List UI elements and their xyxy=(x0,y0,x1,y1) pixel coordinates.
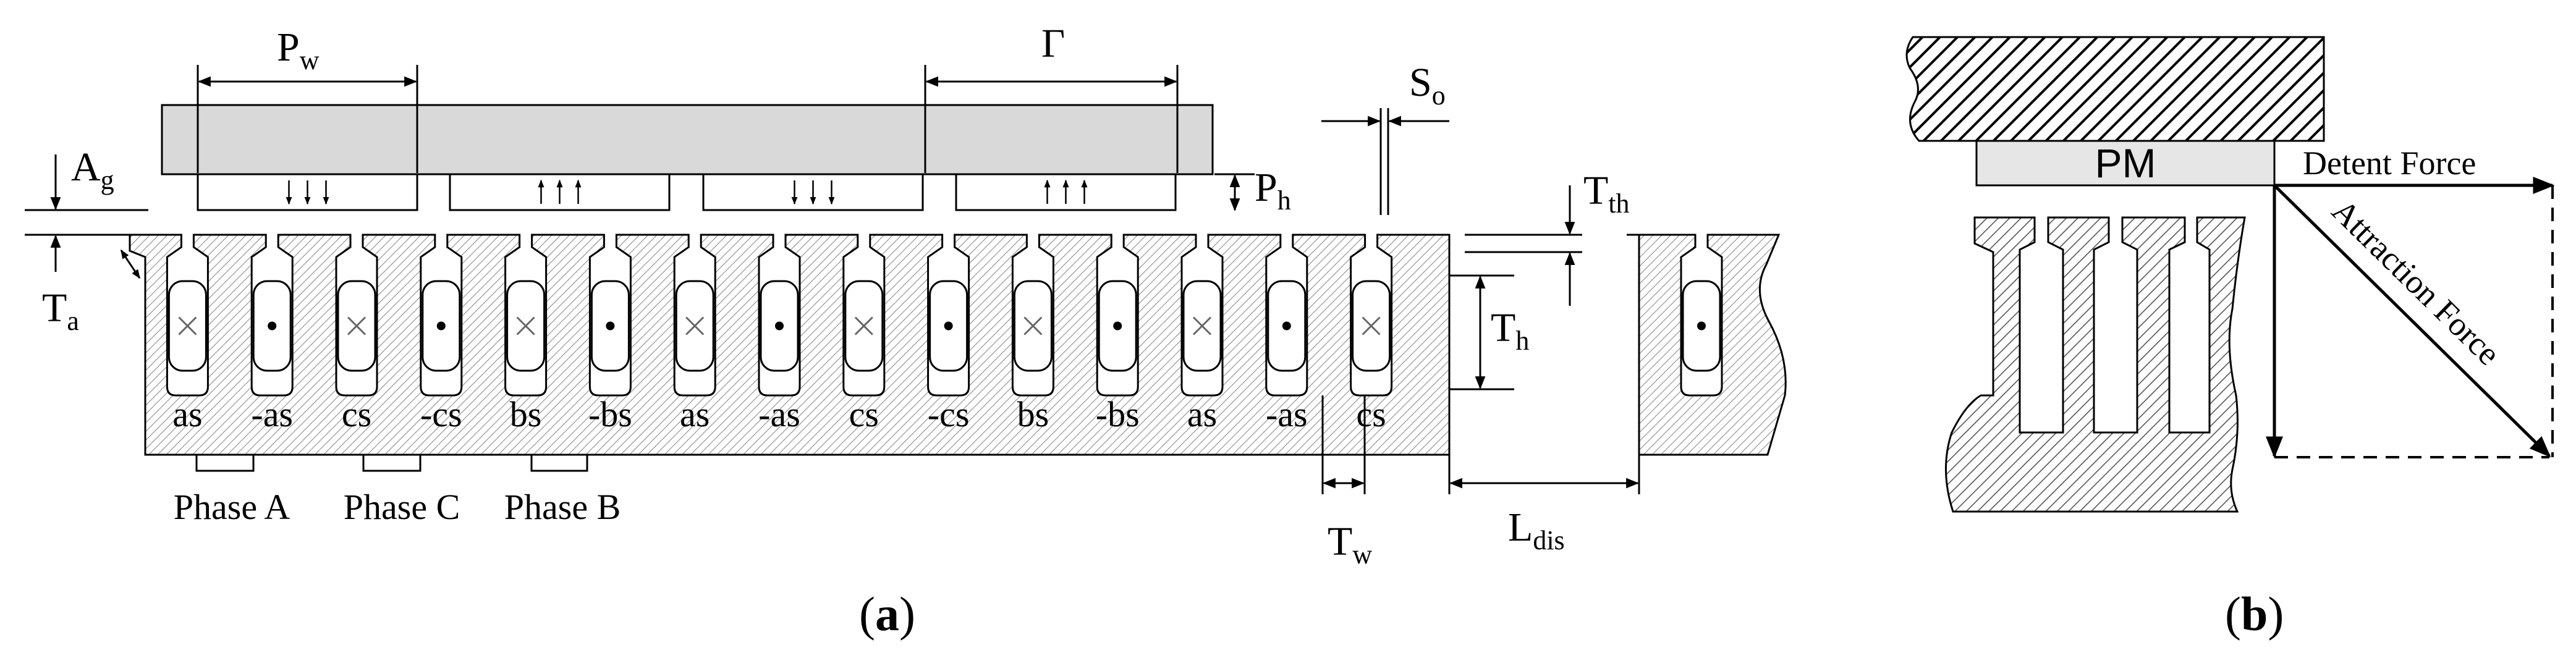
current-out-of-page-icon xyxy=(1697,321,1706,331)
dim-label-tth: Tth xyxy=(1583,168,1630,219)
current-out-of-page-icon xyxy=(268,321,277,331)
phase-brackets: Phase A Phase C Phase B xyxy=(174,455,621,527)
current-into-page-icon xyxy=(1192,316,1212,335)
slot-label: bs xyxy=(1017,394,1049,434)
phase-bracket xyxy=(530,455,588,472)
current-into-page-icon xyxy=(854,316,873,335)
dim-label-ldis: Ldis xyxy=(1508,505,1565,555)
slot-label: -as xyxy=(251,394,293,434)
stator-core xyxy=(129,234,1787,456)
dim-label-ta: Ta xyxy=(42,285,79,336)
caption-a: (a) xyxy=(859,587,915,641)
caption-b: (b) xyxy=(2225,587,2284,641)
slot-label: cs xyxy=(1356,394,1386,434)
slot-label: as xyxy=(680,394,710,434)
pm-label: PM xyxy=(2095,140,2156,186)
stator-outline xyxy=(129,234,1451,456)
phase-bracket xyxy=(195,455,255,472)
slot-windings: as -as cs -cs bs -bs as -as cs -cs bs -bs as -as cs xyxy=(167,280,1721,434)
current-into-page-icon xyxy=(1362,316,1381,335)
slot-label: -cs xyxy=(928,394,970,434)
stator-end-segment xyxy=(1627,234,1787,456)
slot-label: -bs xyxy=(588,394,632,434)
current-into-page-icon xyxy=(1023,316,1043,335)
phase-bracket xyxy=(362,455,422,472)
current-into-page-icon xyxy=(685,316,705,335)
slot-label: as xyxy=(1187,394,1217,434)
dim-label-pw: Pw xyxy=(277,25,320,75)
pm-block xyxy=(1975,140,2276,187)
dim-label-ph: Ph xyxy=(1255,165,1291,216)
current-into-page-icon xyxy=(347,316,366,335)
slot-label: -as xyxy=(1266,394,1308,434)
slot-label: bs xyxy=(510,394,542,434)
panel-a: as -as cs -cs bs -bs as -as cs -cs bs -bs as -as cs Ph… xyxy=(25,21,1787,641)
current-into-page-icon xyxy=(516,316,535,335)
detent-force-label: Detent Force xyxy=(2303,145,2476,182)
force-vectors xyxy=(2266,177,2555,458)
stator-teeth-b xyxy=(1945,216,2246,513)
slot-label: cs xyxy=(849,394,879,434)
slot-label: -as xyxy=(758,394,800,434)
slot-label: -bs xyxy=(1096,394,1140,434)
current-out-of-page-icon xyxy=(606,321,615,331)
phase-label: Phase A xyxy=(174,487,290,527)
current-out-of-page-icon xyxy=(775,321,784,331)
phase-label: Phase C xyxy=(344,487,460,527)
current-out-of-page-icon xyxy=(436,321,446,331)
dimension-lines xyxy=(25,65,1640,494)
dim-label-so: So xyxy=(1409,60,1446,111)
current-out-of-page-icon xyxy=(1282,321,1291,331)
panel-b: PM Detent Force Attraction Force (b) xyxy=(1905,36,2555,641)
permanent-magnets xyxy=(197,173,1177,211)
attraction-force-label: Attraction Force xyxy=(2325,192,2508,373)
attraction-force-arrow xyxy=(2273,184,2551,458)
mover-back-iron xyxy=(161,104,1214,175)
slot-label: cs xyxy=(342,394,371,434)
phase-label: Phase B xyxy=(504,487,621,527)
dim-label-tw: Tw xyxy=(1328,519,1372,570)
mover-back-iron-b xyxy=(1905,36,2325,142)
slot-label: -cs xyxy=(420,394,462,434)
current-into-page-icon xyxy=(178,316,197,335)
dim-label-th: Th xyxy=(1491,305,1529,356)
dim-label-tau: Γ xyxy=(1041,21,1065,66)
slot-label: as xyxy=(172,394,202,434)
current-out-of-page-icon xyxy=(944,321,953,331)
dim-label-ag: Ag xyxy=(71,145,114,195)
current-out-of-page-icon xyxy=(1113,321,1122,331)
